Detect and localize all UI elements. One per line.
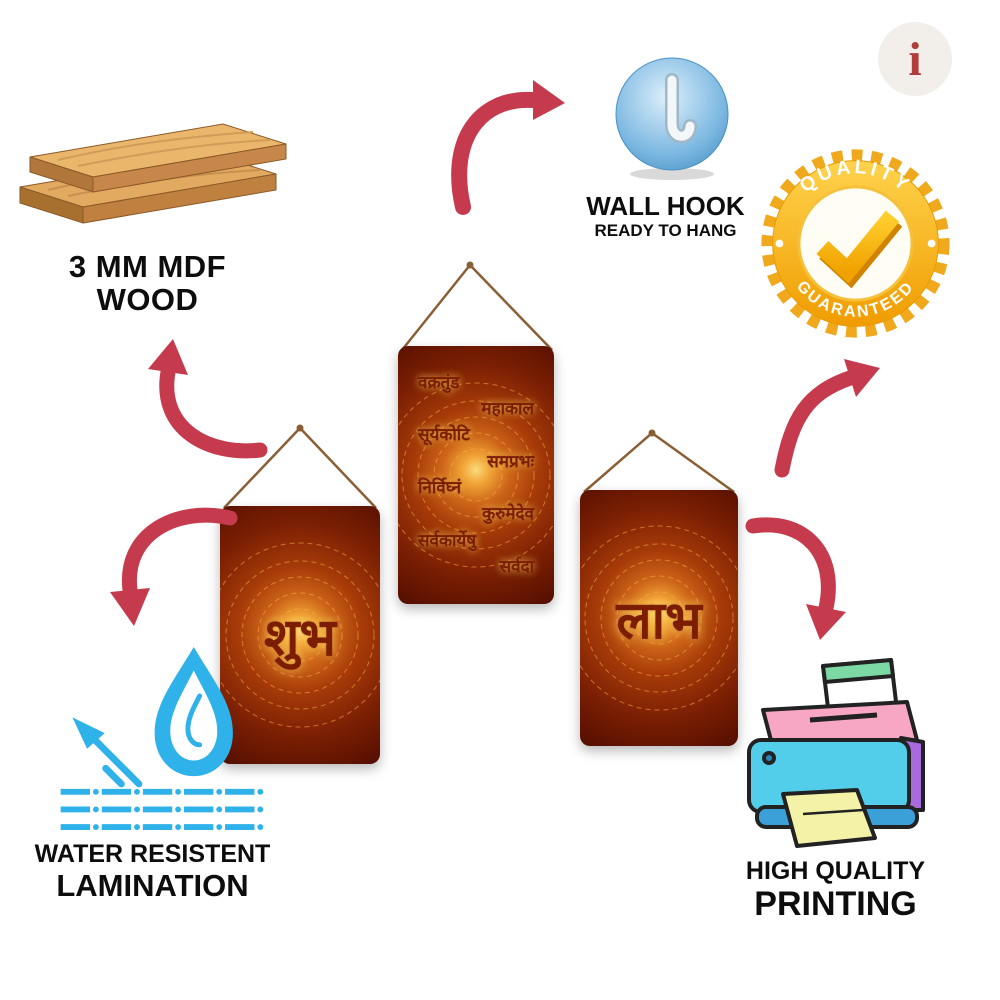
checkmark-icon bbox=[816, 210, 900, 284]
wall-hook-subtitle: READY TO HANG bbox=[594, 221, 737, 241]
mandala-pattern bbox=[580, 525, 738, 711]
badge-dot-right bbox=[927, 239, 936, 248]
shloka-line: सूर्यकोटि bbox=[418, 425, 470, 446]
plaque-board: वक्रतुंड महाकाल सूर्यकोटि समप्रभः निर्वि… bbox=[398, 346, 554, 604]
shloka-line: सर्वदा bbox=[499, 557, 534, 578]
quality-guaranteed-badge: QUALITY GUARANTEED bbox=[761, 149, 950, 338]
wall-hook-icon bbox=[615, 57, 729, 180]
brand-logo: i bbox=[878, 22, 952, 96]
arrow-to-lamination bbox=[110, 507, 238, 626]
mdf-wood-icon bbox=[19, 123, 287, 224]
arrow-to-quality-badge bbox=[774, 359, 880, 478]
shloka-line: महाकाल bbox=[481, 398, 534, 419]
mdf-wood-label-line2: WOOD bbox=[96, 282, 199, 318]
water-resistant-icon bbox=[60, 646, 267, 830]
brand-logo-letter: i bbox=[908, 32, 922, 86]
shloka-line: निर्विघ्नं bbox=[418, 478, 462, 498]
shubh-text: शुभ bbox=[264, 607, 336, 668]
lamination-lines bbox=[60, 788, 267, 830]
shloka-line: वक्रतुंड bbox=[418, 372, 460, 393]
shloka-text: वक्रतुंड महाकाल सूर्यकोटि समप्रभः निर्वि… bbox=[398, 360, 554, 591]
plaque-board: शुभ bbox=[220, 506, 380, 764]
wall-hook-label: WALL HOOK READY TO HANG bbox=[548, 192, 783, 240]
mdf-wood-label: 3 MM MDF WOOD bbox=[0, 250, 295, 317]
mandala-pattern bbox=[398, 382, 554, 568]
shloka-line: सर्वकार्येषु bbox=[418, 530, 477, 551]
printing-label-line2: PRINTING bbox=[754, 885, 917, 923]
mandala-pattern bbox=[220, 542, 380, 728]
reflect-arrow bbox=[92, 737, 143, 788]
printer-icon bbox=[747, 658, 925, 848]
shloka-line: समप्रभः bbox=[487, 451, 534, 472]
badge-dot-left bbox=[775, 239, 784, 248]
plaque-shloka: वक्रतुंड महाकाल सूर्यकोटि समप्रभः निर्वि… bbox=[392, 258, 562, 608]
arrow-to-wall-hook bbox=[451, 80, 565, 215]
lamination-label: WATER RESISTENT LAMINATION bbox=[0, 840, 305, 903]
lamination-label-line2: LAMINATION bbox=[56, 868, 249, 903]
arrow-to-printing bbox=[745, 517, 846, 640]
plaque-labh: लाभ bbox=[570, 428, 748, 753]
plaque-shubh: शुभ bbox=[212, 422, 387, 767]
wall-hook-title: WALL HOOK bbox=[586, 191, 745, 221]
plaque-board: लाभ bbox=[580, 490, 738, 746]
hanging-string bbox=[401, 261, 553, 351]
shloka-line: कुरुमेदेव bbox=[482, 504, 534, 525]
lamination-label-line1: WATER RESISTENT bbox=[34, 840, 271, 868]
hanging-string bbox=[583, 429, 735, 494]
printing-label-line1: HIGH QUALITY bbox=[745, 857, 926, 885]
mdf-wood-label-line1: 3 MM MDF bbox=[68, 249, 227, 284]
arrow-to-mdf-wood bbox=[148, 339, 268, 459]
hanging-string bbox=[223, 424, 377, 509]
labh-text: लाभ bbox=[616, 590, 702, 651]
printing-label: HIGH QUALITY PRINTING bbox=[688, 858, 983, 923]
